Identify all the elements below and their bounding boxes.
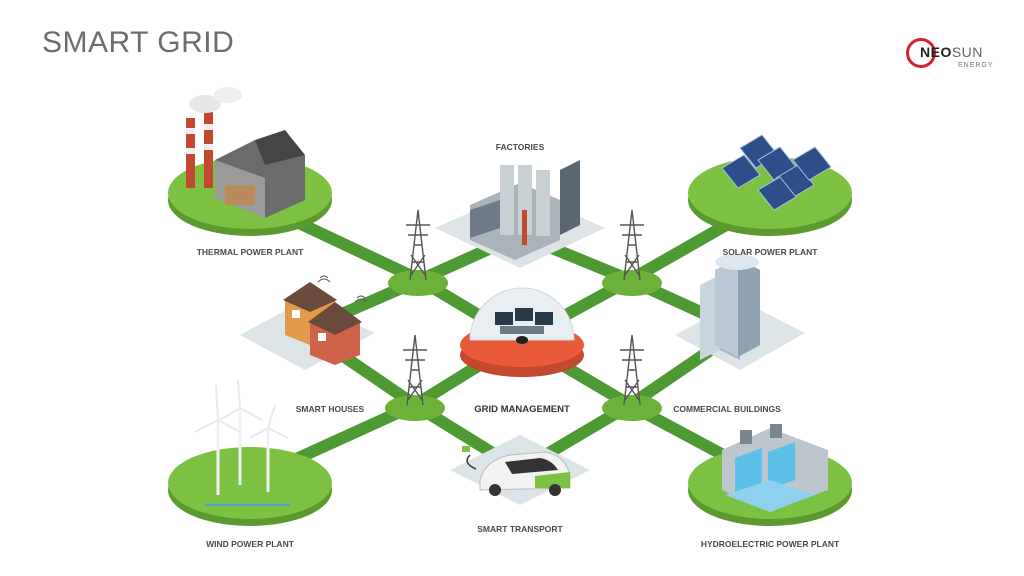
commercial-buildings-label: COMMERCIAL BUILDINGS [673,404,781,414]
smart-houses-label: SMART HOUSES [296,404,365,414]
smart-houses-node [240,275,375,370]
wind-label: WIND POWER PLANT [206,539,295,549]
factories-node [435,160,605,268]
thermal-label: THERMAL POWER PLANT [197,247,304,257]
smart-transport-label: SMART TRANSPORT [477,524,563,534]
pylon-hubs [385,270,662,421]
page-title: SMART GRID [42,26,235,59]
hydro-label: HYDROELECTRIC POWER PLANT [701,539,840,549]
thermal-power-plant-node [168,87,332,236]
solar-label: SOLAR POWER PLANT [723,247,819,257]
hydroelectric-power-plant-node [688,424,852,526]
wind-power-plant-node [168,379,332,526]
smart-transport-node [450,435,590,505]
logo-ring-icon [906,38,936,68]
grid-management-node [460,287,584,377]
neosun-logo: NEOSUN ENERGY [906,38,996,78]
transmission-tower-icon [403,209,644,406]
logo-wordmark: NEOSUN [920,44,983,60]
grid-management-label: GRID MANAGEMENT [474,404,570,415]
commercial-buildings-node [675,254,805,370]
factories-label: FACTORIES [496,142,545,152]
logo-subtitle: ENERGY [958,62,994,69]
solar-power-plant-node [688,134,852,236]
